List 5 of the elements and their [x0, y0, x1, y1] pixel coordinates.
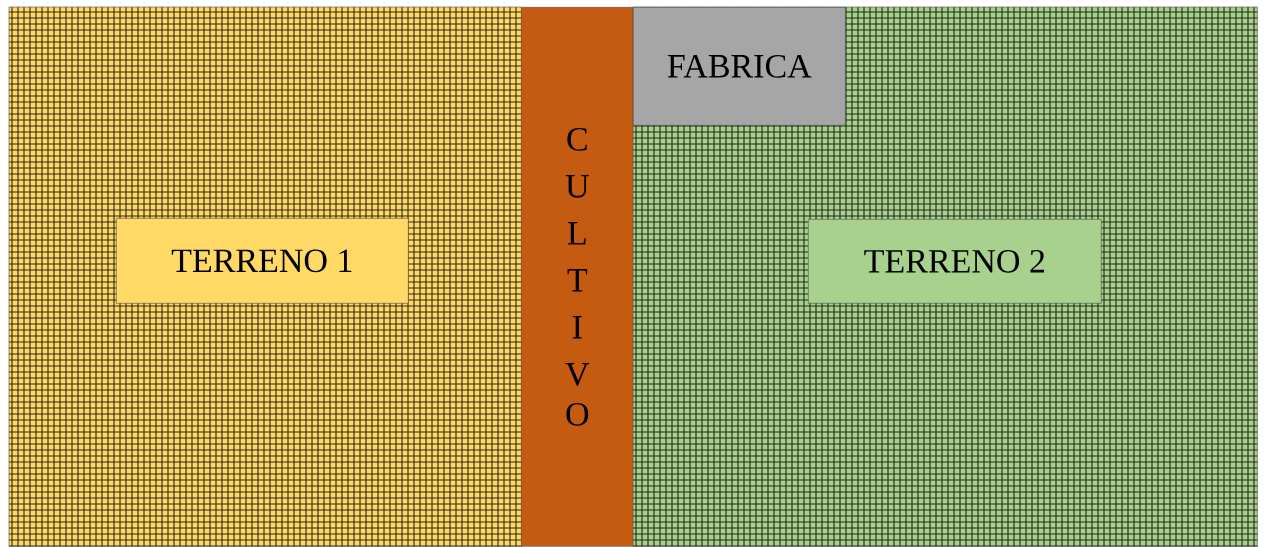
label-box: TERRENO 2: [808, 219, 1102, 304]
building-box: FABRICA: [633, 7, 846, 126]
crop-strip: CULTIVO: [521, 7, 634, 547]
label-box: TERRENO 1: [116, 218, 409, 304]
field-area: [8, 6, 522, 547]
